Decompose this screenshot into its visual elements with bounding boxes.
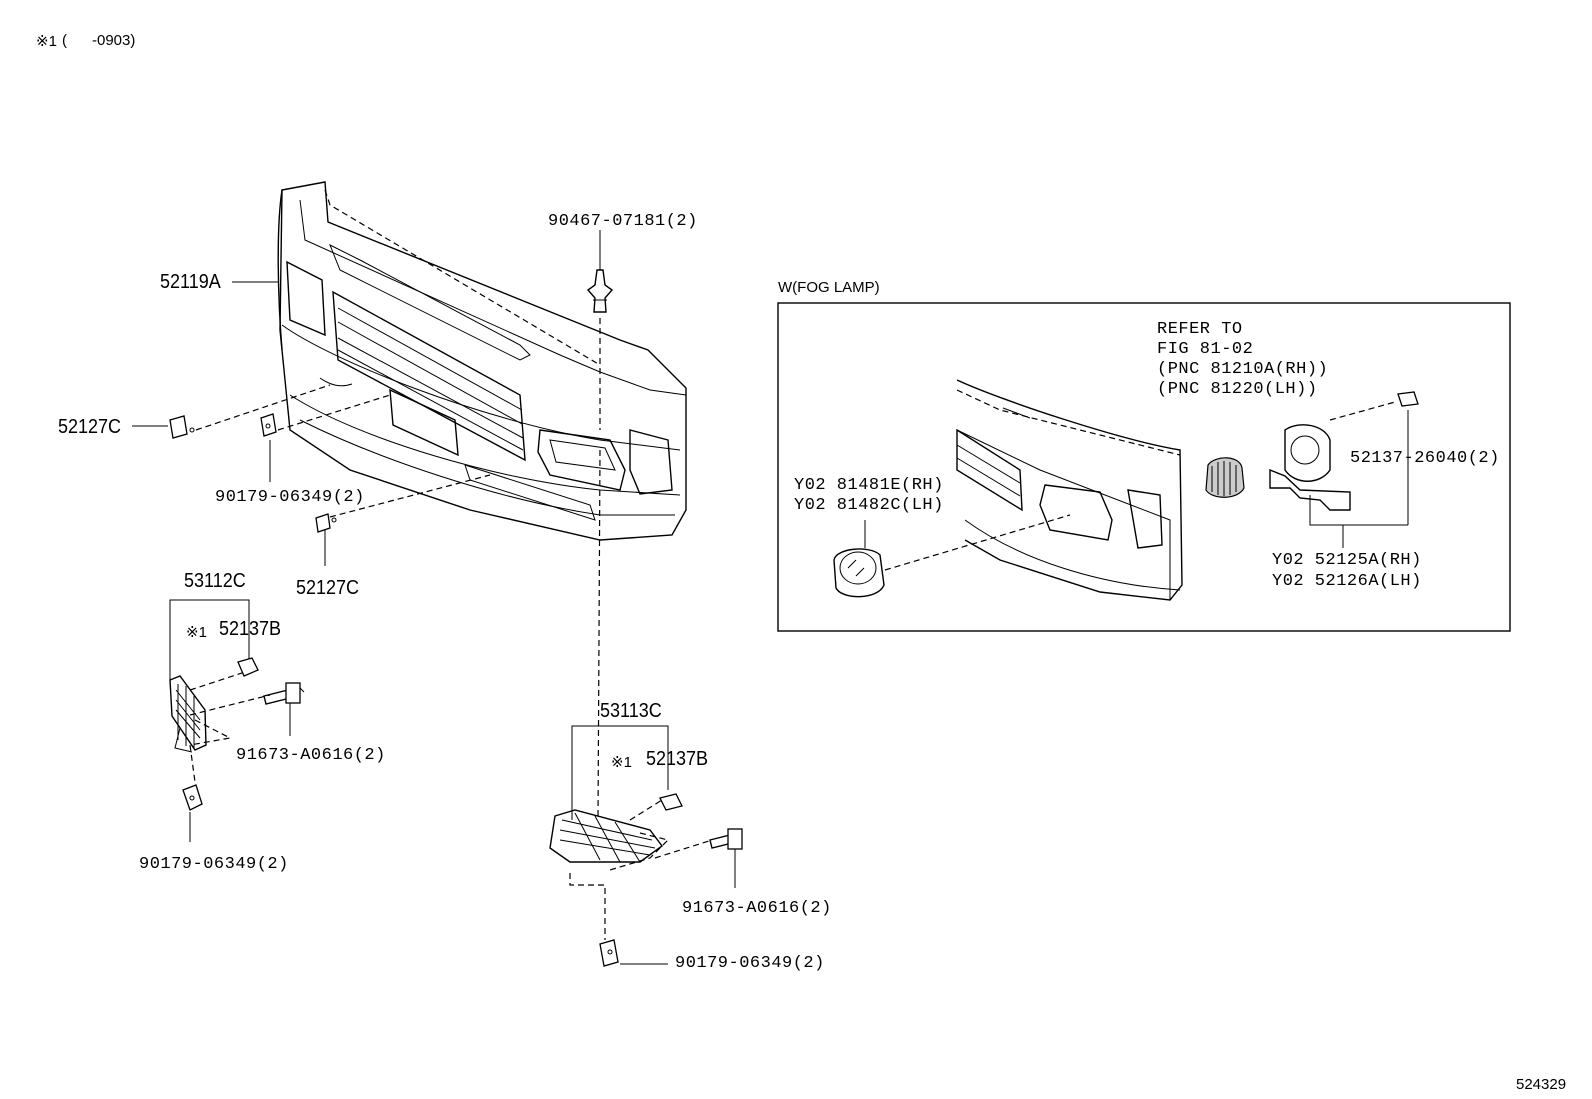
refer-line-3: (PNC 81210A(RH)) [1157, 360, 1329, 379]
note-range: ( -0903) [62, 32, 136, 49]
callout-bracket-rh[interactable]: Y02 52125A(RH) [1272, 551, 1422, 570]
refer-line-1: REFER TO [1157, 320, 1243, 339]
grille-right[interactable] [549, 809, 663, 863]
screw-right[interactable] [709, 828, 743, 850]
callout-cap-left[interactable]: 52127C [58, 416, 122, 438]
leader-lines [132, 189, 736, 965]
callout-screw-right[interactable]: 91673-A0616(2) [682, 899, 832, 918]
callout-grille-right[interactable]: 53113C [600, 700, 662, 722]
fog-lamp-box [777, 302, 1511, 632]
callout-cap-lower[interactable]: 52127C [296, 577, 360, 599]
retainer-left[interactable] [237, 657, 259, 677]
callout-nut-right[interactable]: 90179-06349(2) [675, 954, 825, 973]
fog-lamp-bracket[interactable] [1269, 424, 1351, 511]
callout-nut-left[interactable]: 90179-06349(2) [139, 855, 289, 874]
callout-lamp-rh[interactable]: Y02 81481E(RH) [794, 476, 944, 495]
bumper-detail [956, 379, 1183, 601]
note-symbol: ※1 [36, 33, 57, 50]
cap-lower[interactable] [315, 513, 337, 533]
figure-id: 524329 [1516, 1076, 1567, 1093]
cap-left[interactable] [169, 415, 195, 439]
refer-line-4: (PNC 81220(LH)) [1157, 380, 1318, 399]
callout-grille-left[interactable]: 53112C [184, 570, 246, 592]
callout-nut-upper[interactable]: 90179-06349(2) [215, 488, 365, 507]
fog-lamp-title: W(FOG LAMP) [778, 279, 880, 296]
callout-bumper-cover[interactable]: 52119A [160, 271, 221, 293]
callout-fog-clip[interactable]: 52137-26040(2) [1350, 449, 1500, 468]
callout-screw-left[interactable]: 91673-A0616(2) [236, 746, 386, 765]
nut-left[interactable] [182, 784, 203, 811]
grille-left[interactable] [169, 675, 207, 753]
retainer-right[interactable] [659, 793, 683, 811]
fog-clip[interactable] [1397, 391, 1419, 407]
refer-line-2: FIG 81-02 [1157, 340, 1254, 359]
retainer-left-mark: ※1 [186, 624, 207, 641]
clip-top[interactable] [586, 269, 614, 313]
fog-lamp-unit[interactable] [833, 548, 885, 598]
fog-leader-lines [864, 401, 1409, 571]
callout-clip-top[interactable]: 90467-07181(2) [548, 212, 698, 231]
callout-bracket-lh[interactable]: Y02 52126A(LH) [1272, 572, 1422, 591]
nut-right[interactable] [599, 939, 619, 967]
screw-left[interactable] [263, 682, 305, 705]
callout-retainer-right[interactable]: 52137B [646, 748, 709, 770]
bumper-cover[interactable] [277, 181, 687, 541]
retainer-right-mark: ※1 [611, 754, 632, 771]
callout-retainer-left[interactable]: 52137B [219, 618, 282, 640]
fog-lamp-bulb[interactable] [1205, 457, 1245, 498]
callout-lamp-lh[interactable]: Y02 81482C(LH) [794, 496, 944, 515]
nut-upper[interactable] [260, 413, 277, 437]
